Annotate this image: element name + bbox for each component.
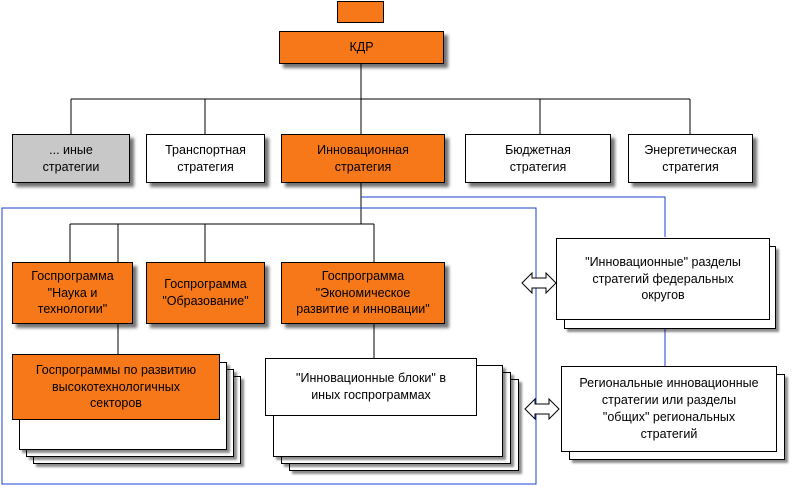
- regional-strategies-label: Региональные инновационные стратегии или…: [579, 376, 759, 441]
- strategy-innovation-label: Инновационная стратегия: [317, 142, 409, 174]
- innov-blocks-label: "Инновационные блоки" в иных госпрограмм…: [296, 371, 446, 402]
- strategy-budget-box: Бюджетная стратегия: [465, 134, 611, 183]
- root-kdr-label: КДР: [349, 40, 374, 55]
- strategy-transport-label: Транспортная стратегия: [165, 142, 246, 174]
- root-kdr-box: КДР: [279, 31, 444, 64]
- double-arrow-icon-lower: [524, 398, 560, 420]
- federal-districts-box: "Инновационные" разделы стратегий федера…: [556, 238, 770, 320]
- strategy-energy-label: Энергетическая стратегия: [644, 142, 737, 174]
- regional-strategies-box: Региональные инновационные стратегии или…: [561, 366, 777, 452]
- program-economy-label: Госпрограмма "Экономическое развитие и и…: [296, 268, 430, 317]
- double-arrow-icon-upper: [521, 272, 557, 294]
- program-education-label: Госпрограмма "Образование": [162, 277, 249, 308]
- top-box: [337, 1, 384, 23]
- hightech-programs-box: Госпрограммы по развитию высокотехнологи…: [12, 354, 220, 420]
- hightech-programs-label: Госпрограммы по развитию высокотехнологи…: [35, 362, 197, 411]
- strategy-transport-box: Транспортная стратегия: [146, 134, 265, 183]
- program-education-box: Госпрограмма "Образование": [146, 262, 265, 324]
- program-science-label: Госпрограмма "Наука и технологии": [31, 268, 114, 317]
- innov-blocks-box: "Инновационные блоки" в иных госпрограмм…: [265, 358, 477, 416]
- strategy-budget-label: Бюджетная стратегия: [505, 142, 571, 174]
- strategy-energy-box: Энергетическая стратегия: [628, 134, 753, 183]
- strategy-innovation-box: Инновационная стратегия: [281, 134, 445, 183]
- program-economy-box: Госпрограмма "Экономическое развитие и и…: [281, 262, 445, 324]
- strategy-other-label: ... иные стратегии: [42, 142, 100, 174]
- program-science-box: Госпрограмма "Наука и технологии": [12, 262, 133, 324]
- federal-districts-label: "Инновационные" разделы стратегий федера…: [585, 254, 741, 303]
- strategy-other-box: ... иные стратегии: [12, 134, 130, 183]
